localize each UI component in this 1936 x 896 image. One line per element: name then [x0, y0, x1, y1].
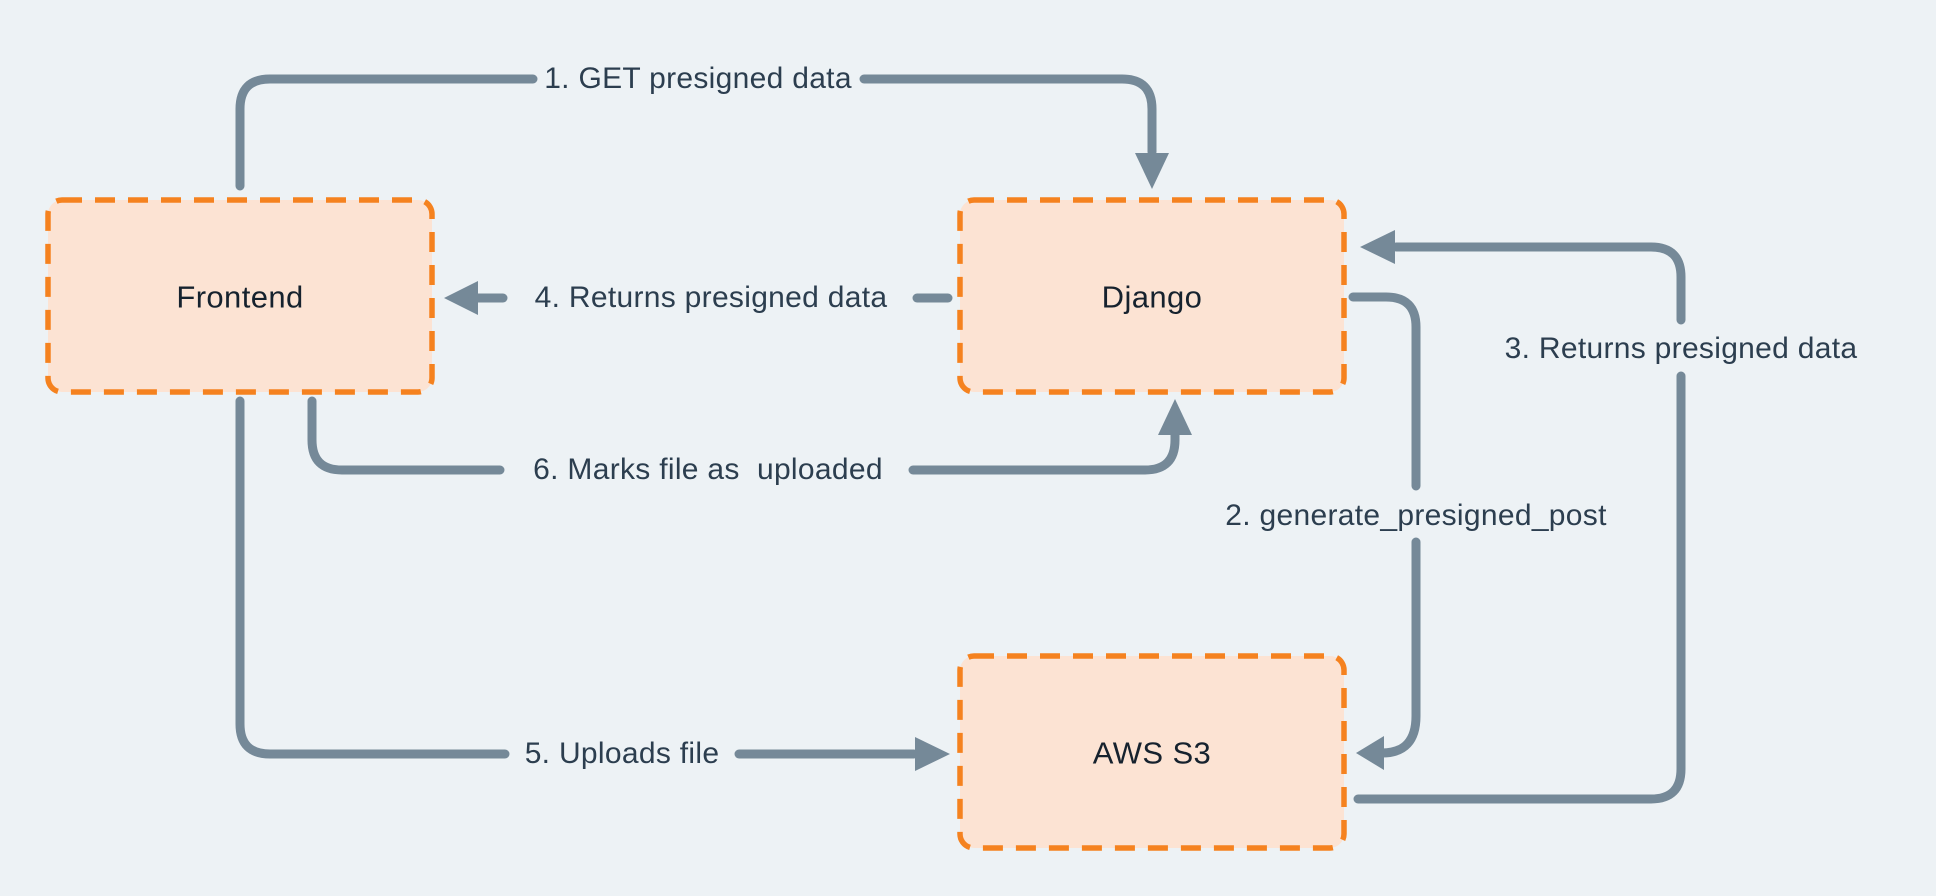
node-label-django: Django: [1101, 279, 1203, 315]
node-label-aws-s3: AWS S3: [1092, 735, 1212, 771]
node-django-box: [957, 197, 1347, 395]
node-label-frontend: Frontend: [176, 279, 304, 315]
arrowhead-down-icon: [1135, 153, 1169, 189]
edge-5-uploads-file: [235, 396, 950, 771]
edge-label-4: 4. Returns presigned data: [534, 281, 888, 314]
arrowhead-left-icon: [444, 281, 478, 315]
edge-label-6: 6. Marks file as uploaded: [533, 453, 883, 486]
edge-1-get-presigned-data: [235, 74, 1169, 191]
arrowhead-right-icon: [915, 737, 950, 771]
edge-label-5: 5. Uploads file: [524, 737, 720, 770]
edge-label-3: 3. Returns presigned data: [1504, 332, 1858, 365]
arrowhead-left-icon: [1356, 736, 1384, 770]
edge-2-generate-presigned-post: [1348, 292, 1421, 770]
edge-label-1: 1. GET presigned data: [544, 62, 852, 95]
edge-4-returns-presigned-data: [444, 281, 953, 315]
arrowhead-left-icon: [1360, 230, 1395, 264]
edge-3-returns-presigned-data: [1353, 230, 1686, 804]
arrowhead-up-icon: [1158, 399, 1192, 435]
node-aws-s3-box: [957, 653, 1347, 851]
edge-6-marks-file-uploaded: [307, 396, 1192, 475]
node-frontend-box: [45, 197, 435, 395]
edge-label-2: 2. generate_presigned_post: [1225, 499, 1607, 532]
